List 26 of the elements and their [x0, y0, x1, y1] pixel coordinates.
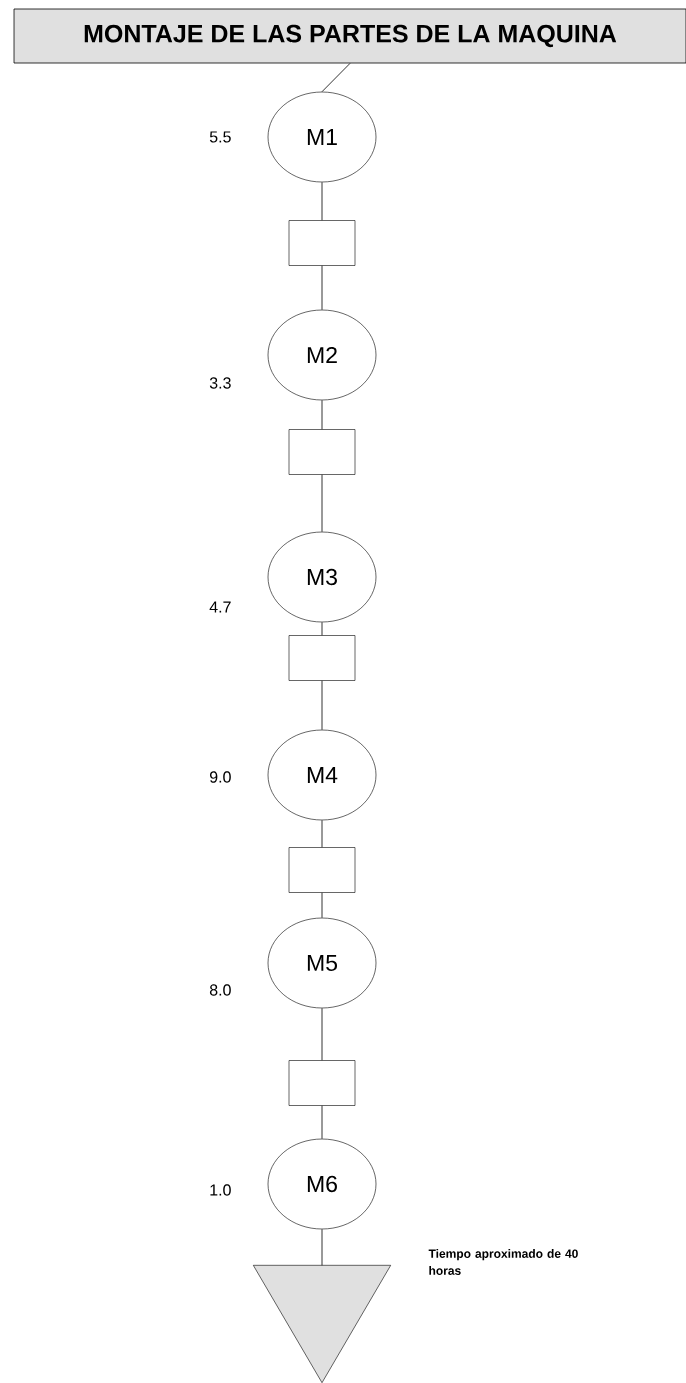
storage-triangle — [253, 1265, 391, 1383]
connector-line — [321, 1228, 323, 1266]
connector-line — [321, 1105, 323, 1140]
connector-line — [321, 63, 351, 93]
inspection-box — [288, 220, 356, 266]
inspection-box — [288, 1060, 356, 1106]
time-note: Tiempo aproximado de 40 horas — [428, 1249, 578, 1275]
time-value: 3.3 — [209, 377, 231, 389]
connector-line — [321, 181, 323, 221]
title-box: MONTAJE DE LAS PARTES DE LA MAQUINA — [13, 8, 686, 64]
connector-line — [321, 265, 323, 311]
connector-line — [321, 474, 323, 533]
connector-line — [321, 1007, 323, 1061]
time-value: 1.0 — [210, 1184, 231, 1196]
time-value: 8.0 — [209, 984, 231, 996]
inspection-box — [288, 635, 356, 681]
connector-line — [321, 819, 323, 848]
inspection-box — [288, 429, 356, 475]
time-value: 4.7 — [209, 601, 231, 613]
connector-line — [321, 621, 323, 636]
inspection-box — [288, 847, 356, 893]
time-value: 9.0 — [210, 771, 231, 783]
connector-line — [321, 892, 323, 919]
connector-line — [321, 399, 323, 430]
time-value: 5.5 — [209, 131, 231, 143]
connector-line — [321, 680, 323, 731]
